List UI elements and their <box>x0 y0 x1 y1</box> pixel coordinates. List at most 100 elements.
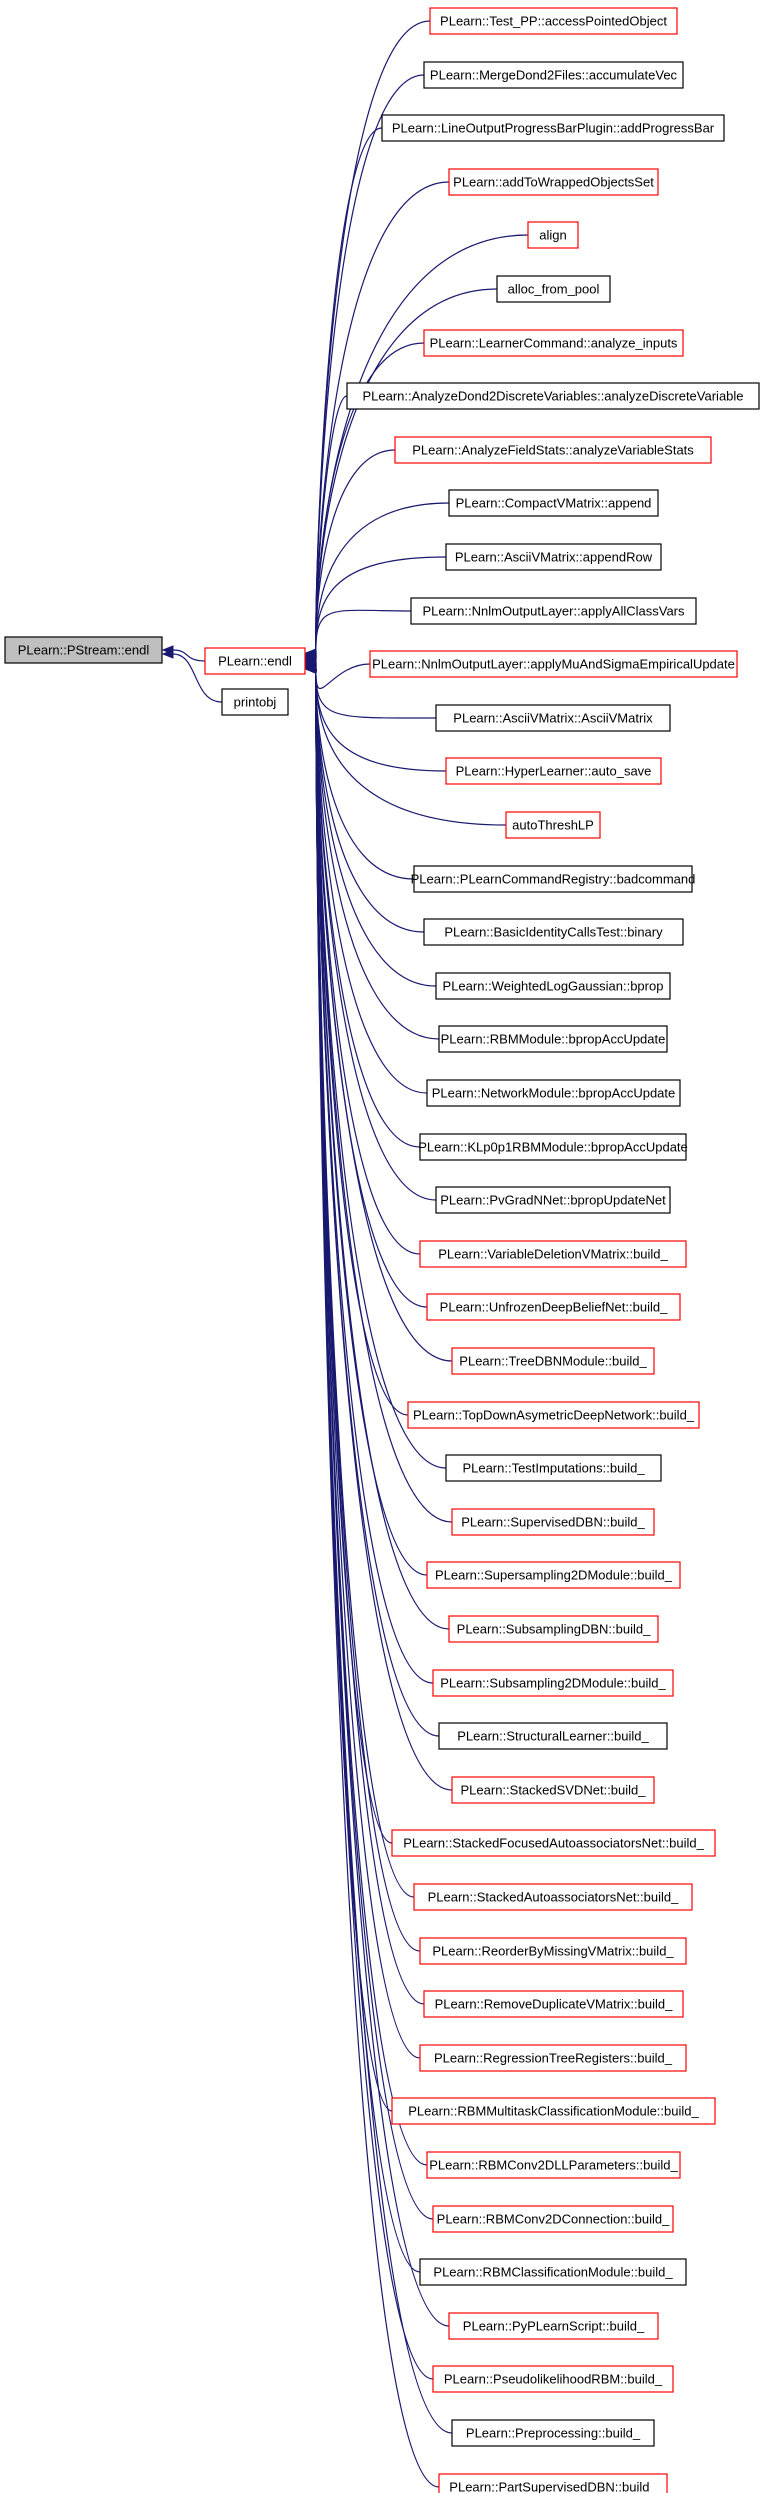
node-plearn-compactvmatrix-append-9-label: PLearn::CompactVMatrix::append <box>456 496 652 511</box>
node-plearn-pyplearnscript-build-43[interactable]: PLearn::PyPLearnScript::build_ <box>448 2312 659 2340</box>
node-plearn-rbmconv2dllparameters-build-40-label: PLearn::RBMConv2DLLParameters::build_ <box>429 2158 678 2173</box>
node-plearn-mergedond2files-accumulatevec-1-label: PLearn::MergeDond2Files::accumulateVec <box>430 68 678 83</box>
edge-printobj-to-root <box>172 653 223 703</box>
node-plearn-pvgradnnet-bpropupdatenet-22-box <box>435 1186 671 1214</box>
node-printobj[interactable]: printobj <box>221 688 289 716</box>
node-plearn-pvgradnnet-bpropupdatenet-22[interactable]: PLearn::PvGradNNet::bpropUpdateNet <box>435 1186 671 1214</box>
node-plearn-asciivmatrix-appendrow-10[interactable]: PLearn::AsciiVMatrix::appendRow <box>445 543 662 571</box>
node-plearn-klp0p1rbmmodule-bpropaccupdate-21-label: PLearn::KLp0p1RBMModule::bpropAccUpdate <box>418 1140 688 1155</box>
node-plearn-asciivmatrix-asciivmatrix-13[interactable]: PLearn::AsciiVMatrix::AsciiVMatrix <box>435 704 671 732</box>
node-plearn-rbmconv2dconnection-build-41-box <box>432 2205 674 2233</box>
node-plearn-structurallearner-build-32[interactable]: PLearn::StructuralLearner::build_ <box>438 1722 668 1750</box>
node-plearn-subsamplingdbn-build-30-label: PLearn::SubsamplingDBN::build_ <box>457 1622 651 1637</box>
node-plearn-reorderbymissingvmatrix-build-36[interactable]: PLearn::ReorderByMissingVMatrix::build_ <box>419 1937 687 1965</box>
node-plearn-testimputations-build-27-box <box>445 1454 662 1482</box>
node-plearn-addtowrappedobjectsset-3[interactable]: PLearn::addToWrappedObjectsSet <box>448 168 659 196</box>
node-autothreshlp-15[interactable]: autoThreshLP <box>505 811 601 839</box>
node-plearn-subsamplingdbn-build-30[interactable]: PLearn::SubsamplingDBN::build_ <box>448 1615 659 1643</box>
node-plearn-nnlmoutputlayer-applyallclassvars-11[interactable]: PLearn::NnlmOutputLayer::applyAllClassVa… <box>410 597 697 625</box>
node-plearn-test-pp-accesspointedobject-0-label: PLearn::Test_PP::accessPointedObject <box>440 14 667 29</box>
node-plearn-analyzedond2discretevariables-analyzediscretevariable-7-label: PLearn::AnalyzeDond2DiscreteVariables::a… <box>362 389 743 404</box>
node-plearn-topdownasymetricdeepnetwork-build-26[interactable]: PLearn::TopDownAsymetricDeepNetwork::bui… <box>407 1401 700 1429</box>
node-plearn-variabledeletionvmatrix-build-23[interactable]: PLearn::VariableDeletionVMatrix::build_ <box>419 1240 687 1268</box>
node-plearn-treedbnmodule-build-25[interactable]: PLearn::TreeDBNModule::build_ <box>451 1347 655 1375</box>
node-plearn-rbmconv2dllparameters-build-40[interactable]: PLearn::RBMConv2DLLParameters::build_ <box>426 2151 681 2179</box>
node-plearn-basicidentitycallstest-binary-17-box <box>423 918 684 946</box>
edge-plearn-nnlmoutputlayer-applyallclassvars-11 <box>315 609 412 661</box>
node-plearn-klp0p1rbmmodule-bpropaccupdate-21[interactable]: PLearn::KLp0p1RBMModule::bpropAccUpdate <box>418 1133 688 1161</box>
node-plearn-stackedfocusedautoassociatorsnet-build-34-label: PLearn::StackedFocusedAutoassociatorsNet… <box>403 1836 704 1851</box>
node-plearn-subsampling2dmodule-build-31-label: PLearn::Subsampling2DModule::build_ <box>440 1676 666 1691</box>
node-plearn-mergedond2files-accumulatevec-1[interactable]: PLearn::MergeDond2Files::accumulateVec <box>423 61 684 89</box>
node-plearn-networkmodule-bpropaccupdate-20[interactable]: PLearn::NetworkModule::bpropAccUpdate <box>426 1079 681 1107</box>
node-plearn-unfrozendeepbeliefnet-build-24-label: PLearn::UnfrozenDeepBeliefNet::build_ <box>440 1300 668 1315</box>
node-plearn-reorderbymissingvmatrix-build-36-label: PLearn::ReorderByMissingVMatrix::build_ <box>432 1944 674 1959</box>
node-root-box <box>4 636 163 664</box>
node-alloc-from-pool-5-box <box>496 275 611 303</box>
node-plearn-nnlmoutputlayer-applyallclassvars-11-box <box>410 597 697 625</box>
node-plearn-analyzedond2discretevariables-analyzediscretevariable-7-box <box>346 382 760 410</box>
node-plearn-compactvmatrix-append-9[interactable]: PLearn::CompactVMatrix::append <box>448 489 659 517</box>
node-plearn-test-pp-accesspointedobject-0-box <box>429 7 678 35</box>
node-plearn-plearncommandregistry-badcommand-16-label: PLearn::PLearnCommandRegistry::badcomman… <box>411 872 696 887</box>
node-plearn-asciivmatrix-asciivmatrix-13-label: PLearn::AsciiVMatrix::AsciiVMatrix <box>453 711 653 726</box>
node-root: PLearn::PStream::endl <box>4 636 163 664</box>
node-plearn-klp0p1rbmmodule-bpropaccupdate-21-box <box>419 1133 687 1161</box>
node-plearn-rbmconv2dconnection-build-41[interactable]: PLearn::RBMConv2DConnection::build_ <box>432 2205 674 2233</box>
node-plearn-testimputations-build-27[interactable]: PLearn::TestImputations::build_ <box>445 1454 662 1482</box>
node-plearn-addtowrappedobjectsset-3-label: PLearn::addToWrappedObjectsSet <box>453 175 654 190</box>
node-plearn-removeduplicatevmatrix-build-37[interactable]: PLearn::RemoveDuplicateVMatrix::build_ <box>423 1990 684 2018</box>
node-plearn-rbmclassificationmodule-build-42[interactable]: PLearn::RBMClassificationModule::build_ <box>419 2258 687 2286</box>
node-plearn-subsamplingdbn-build-30-box <box>448 1615 659 1643</box>
node-plearn-test-pp-accesspointedobject-0[interactable]: PLearn::Test_PP::accessPointedObject <box>429 7 678 35</box>
node-plearn-stackedfocusedautoassociatorsnet-build-34[interactable]: PLearn::StackedFocusedAutoassociatorsNet… <box>391 1829 716 1857</box>
node-plearn-hyperlearner-auto-save-14[interactable]: PLearn::HyperLearner::auto_save <box>445 757 662 785</box>
node-plearn-basicidentitycallstest-binary-17[interactable]: PLearn::BasicIdentityCallsTest::binary <box>423 918 684 946</box>
node-plearn-pseudolikelihoodrbm-build-44-label: PLearn::PseudolikelihoodRBM::build_ <box>444 2372 663 2387</box>
node-alloc-from-pool-5[interactable]: alloc_from_pool <box>496 275 611 303</box>
node-plearn-analyzedond2discretevariables-analyzediscretevariable-7[interactable]: PLearn::AnalyzeDond2DiscreteVariables::a… <box>346 382 760 410</box>
node-plearn-rbmmultitaskclassificationmodule-build-39[interactable]: PLearn::RBMMultitaskClassificationModule… <box>391 2097 716 2125</box>
node-plearn-pseudolikelihoodrbm-build-44[interactable]: PLearn::PseudolikelihoodRBM::build_ <box>432 2365 674 2393</box>
node-plearn-hyperlearner-auto-save-14-label: PLearn::HyperLearner::auto_save <box>456 764 652 779</box>
node-plearn-analyzefieldstats-analyzevariablestats-8[interactable]: PLearn::AnalyzeFieldStats::analyzeVariab… <box>394 436 712 464</box>
node-plearn-rbmmodule-bpropaccupdate-19-label: PLearn::RBMModule::bpropAccUpdate <box>441 1032 666 1047</box>
graph-edges <box>161 20 529 2488</box>
node-plearn-endl[interactable]: PLearn::endl <box>204 647 306 675</box>
node-plearn-endl-label: PLearn::endl <box>218 654 292 669</box>
node-plearn-supersampling2dmodule-build-29[interactable]: PLearn::Supersampling2DModule::build_ <box>426 1561 681 1589</box>
node-printobj-label: printobj <box>234 695 277 710</box>
node-autothreshlp-15-box <box>505 811 601 839</box>
node-alloc-from-pool-5-label: alloc_from_pool <box>508 282 600 297</box>
node-plearn-partsuperviseddbn-build-46[interactable]: PLearn::PartSupervisedDBN::build_ <box>438 2473 668 2493</box>
node-plearn-stackedsvdnet-build-33[interactable]: PLearn::StackedSVDNet::build_ <box>451 1776 655 1804</box>
node-plearn-variabledeletionvmatrix-build-23-label: PLearn::VariableDeletionVMatrix::build_ <box>438 1247 668 1262</box>
node-plearn-variabledeletionvmatrix-build-23-box <box>419 1240 687 1268</box>
node-plearn-asciivmatrix-appendrow-10-label: PLearn::AsciiVMatrix::appendRow <box>455 550 653 565</box>
node-plearn-plearncommandregistry-badcommand-16-box <box>413 865 693 893</box>
node-plearn-weightedloggaussian-bprop-18[interactable]: PLearn::WeightedLogGaussian::bprop <box>435 972 671 1000</box>
node-align-4[interactable]: align <box>527 221 579 249</box>
node-plearn-rbmmodule-bpropaccupdate-19[interactable]: PLearn::RBMModule::bpropAccUpdate <box>438 1025 668 1053</box>
node-plearn-preprocessing-build-45[interactable]: PLearn::Preprocessing::build_ <box>451 2419 655 2447</box>
node-plearn-pvgradnnet-bpropupdatenet-22-label: PLearn::PvGradNNet::bpropUpdateNet <box>440 1193 666 1208</box>
node-plearn-stackedautoassociatorsnet-build-35[interactable]: PLearn::StackedAutoassociatorsNet::build… <box>413 1883 693 1911</box>
node-plearn-regressiontreeregisters-build-38[interactable]: PLearn::RegressionTreeRegisters::build_ <box>419 2044 687 2072</box>
node-plearn-unfrozendeepbeliefnet-build-24[interactable]: PLearn::UnfrozenDeepBeliefNet::build_ <box>426 1293 681 1321</box>
node-plearn-nnlmoutputlayer-applymuandsigmaempiricalupdate-12[interactable]: PLearn::NnlmOutputLayer::applyMuAndSigma… <box>369 650 738 678</box>
graph-nodes: PLearn::PStream::endlPLearn::endlprintob… <box>4 7 760 2493</box>
arrow-plearn-partsuperviseddbn-build-46 <box>304 664 317 674</box>
node-plearn-stackedautoassociatorsnet-build-35-label: PLearn::StackedAutoassociatorsNet::build… <box>428 1890 680 1905</box>
node-plearn-lineoutputprogressbarplugin-addprogressbar-2[interactable]: PLearn::LineOutputProgressBarPlugin::add… <box>381 114 725 142</box>
node-plearn-learnercommand-analyze-inputs-6-box <box>423 329 684 357</box>
edge-plearn-rbmmodule-bpropaccupdate-19 <box>315 665 440 1040</box>
node-printobj-box <box>221 688 289 716</box>
node-plearn-rbmconv2dconnection-build-41-label: PLearn::RBMConv2DConnection::build_ <box>437 2212 670 2227</box>
node-plearn-subsampling2dmodule-build-31[interactable]: PLearn::Subsampling2DModule::build_ <box>432 1669 674 1697</box>
node-plearn-learnercommand-analyze-inputs-6[interactable]: PLearn::LearnerCommand::analyze_inputs <box>423 329 684 357</box>
node-plearn-structurallearner-build-32-label: PLearn::StructuralLearner::build_ <box>457 1729 649 1744</box>
node-plearn-superviseddbn-build-28[interactable]: PLearn::SupervisedDBN::build_ <box>451 1508 655 1536</box>
node-plearn-rbmmultitaskclassificationmodule-build-39-label: PLearn::RBMMultitaskClassificationModule… <box>408 2104 699 2119</box>
node-plearn-plearncommandregistry-badcommand-16[interactable]: PLearn::PLearnCommandRegistry::badcomman… <box>411 865 696 893</box>
